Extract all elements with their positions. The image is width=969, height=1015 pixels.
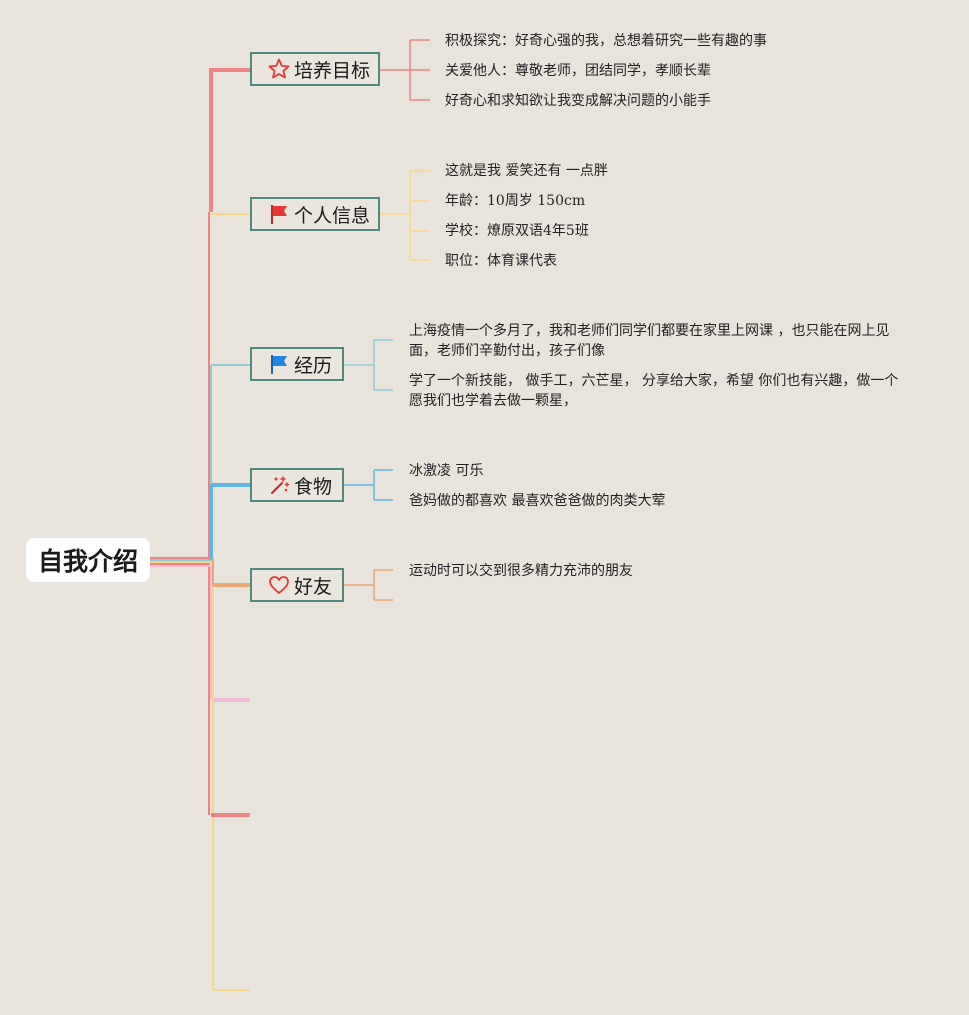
branch-experience[interactable]: 经历 [250,347,344,381]
branch-label: 好友 [294,575,333,598]
leaf-item[interactable]: 冰激凌 可乐 [409,463,484,479]
leaf-item[interactable]: 上海疫情一个多月了，我和老师们同学们都要在家里上网课 ，也只能在网上见面，老师们… [409,323,890,359]
star-icon [266,56,292,82]
leaf-item[interactable]: 关爱他人：尊敬老师，团结同学，孝顺长辈 [445,63,711,79]
leaf-item[interactable]: 职位：体育课代表 [445,253,557,269]
branch-training-goals[interactable]: 培养目标 [250,52,380,86]
leaf-item[interactable]: 学校：燎原双语4年5班 [445,223,589,239]
branch-label: 个人信息 [294,204,371,227]
leaf-item[interactable]: 学了一个新技能， 做手工，六芒星， 分享给大家，希望 你们也有兴趣，做一个愿我们… [409,373,899,409]
red-flag-icon [266,201,292,227]
heart-icon [266,572,292,598]
branch-label: 食物 [294,475,333,498]
root-node[interactable]: 自我介绍 [26,538,150,582]
branch-label: 培养目标 [294,59,371,82]
branch-label: 经历 [294,354,333,377]
leaf-item[interactable]: 爸妈做的都喜欢 最喜欢爸爸做的肉类大荤 [409,493,666,509]
magic-wand-icon [266,472,292,498]
branch-friends[interactable]: 好友 [250,568,344,602]
blue-flag-icon [266,351,292,377]
leaf-item[interactable]: 好奇心和求知欲让我变成解决问题的小能手 [445,93,711,109]
root-label: 自我介绍 [37,547,138,576]
branch-food[interactable]: 食物 [250,468,344,502]
leaf-item[interactable]: 积极探究：好奇心强的我，总想着研究一些有趣的事 [445,33,767,49]
leaf-item[interactable]: 运动时可以交到很多精力充沛的朋友 [409,563,633,579]
branch-personal-info[interactable]: 个人信息 [250,197,380,231]
leaf-item[interactable]: 年龄：10周岁 150cm [445,193,586,209]
leaf-item[interactable]: 这就是我 爱笑还有 一点胖 [445,163,608,179]
